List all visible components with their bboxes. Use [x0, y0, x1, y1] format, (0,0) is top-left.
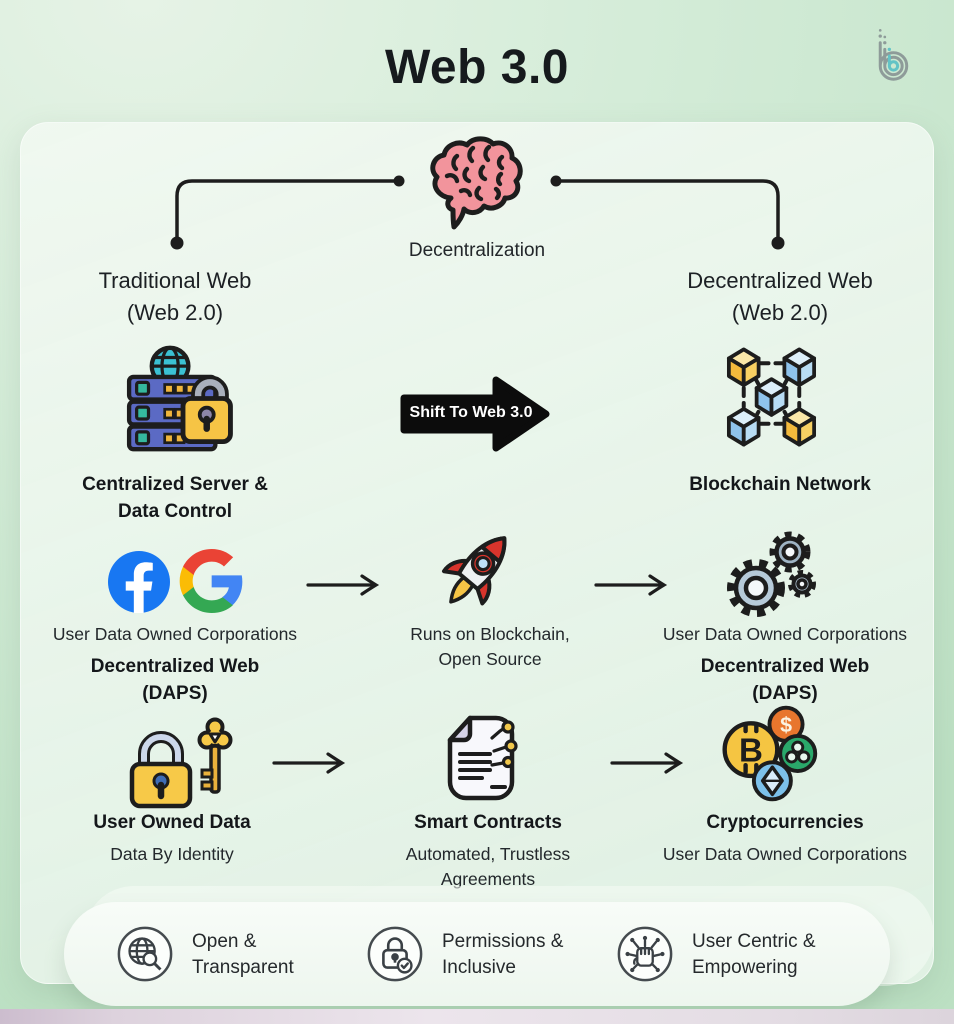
caption-centralized-server: Centralized Server & Data Control [82, 474, 268, 522]
title-user-owned-data: User Owned Data [93, 812, 251, 833]
lock-and-key-icon [129, 717, 233, 809]
flow-arrow-left-to-middle-row3 [272, 752, 346, 774]
caption-automated-trustless: Automated, Trustless Agreements [405, 844, 571, 889]
fist-network-icon [617, 926, 673, 982]
rocket-icon [441, 536, 507, 606]
caption-runs-on-blockchain: Runs on Blockchain, Open Source [410, 624, 570, 669]
column-title-decentralized-web: Decentralized Web (Web 2.0) [687, 268, 873, 325]
black-arrow-shape [400, 376, 550, 452]
brand-b-logo-icon [878, 28, 909, 81]
caption-blockchain-network: Blockchain Network [689, 474, 871, 495]
google-icon [179, 549, 243, 613]
hub-connector-lines [170, 175, 785, 250]
flow-arrow-middle-to-right [594, 574, 668, 596]
bottom-edge-strip [0, 1009, 954, 1024]
facebook-icon [108, 551, 170, 613]
caption-data-by-identity: Data By Identity [110, 844, 234, 864]
centralized-server-lock-icon [126, 345, 233, 452]
subcaption-daps-right: Decentralized Web (DAPS) [700, 656, 870, 704]
brain-icon [430, 136, 523, 230]
footer-label-permissions-inclusive: Permissions & Inclusive [442, 931, 564, 978]
flow-arrow-left-to-middle [306, 574, 380, 596]
title-smart-contracts: Smart Contracts [414, 812, 562, 833]
footer-label-user-centric-empowering: User Centric & Empowering [692, 931, 816, 978]
bitcoin-letter: B [739, 732, 763, 769]
blockchain-network-icon [726, 347, 817, 447]
flow-arrow-middle-to-right-row3 [610, 752, 684, 774]
footer-label-open-transparent: Open & Transparent [192, 931, 294, 978]
title-cryptocurrencies: Cryptocurrencies [706, 812, 864, 833]
page-title: Web 3.0 [384, 41, 569, 94]
caption-user-data-owned-crypto: User Data Owned Corporations [662, 844, 908, 864]
lock-check-icon [367, 926, 423, 982]
dollar-symbol: $ [780, 713, 792, 737]
gears-icon [727, 531, 816, 617]
shift-arrow-label: Shift To Web 3.0 [409, 404, 533, 421]
footer-bar [64, 902, 890, 1006]
hub-label: Decentralization [408, 240, 546, 261]
globe-search-icon [117, 926, 173, 982]
cryptocurrency-coins-icon: $ B [722, 705, 818, 802]
shift-to-web3-arrow: Shift To Web 3.0 [400, 374, 552, 454]
caption-user-data-owned-right: User Data Owned Corporations [662, 624, 908, 644]
caption-user-data-owned-left: User Data Owned Corporations [52, 624, 298, 644]
column-title-traditional-web: Traditional Web (Web 2.0) [98, 268, 252, 325]
smart-contract-icon [447, 715, 518, 801]
subcaption-daps-left: Decentralized Web (DAPS) [90, 656, 260, 704]
